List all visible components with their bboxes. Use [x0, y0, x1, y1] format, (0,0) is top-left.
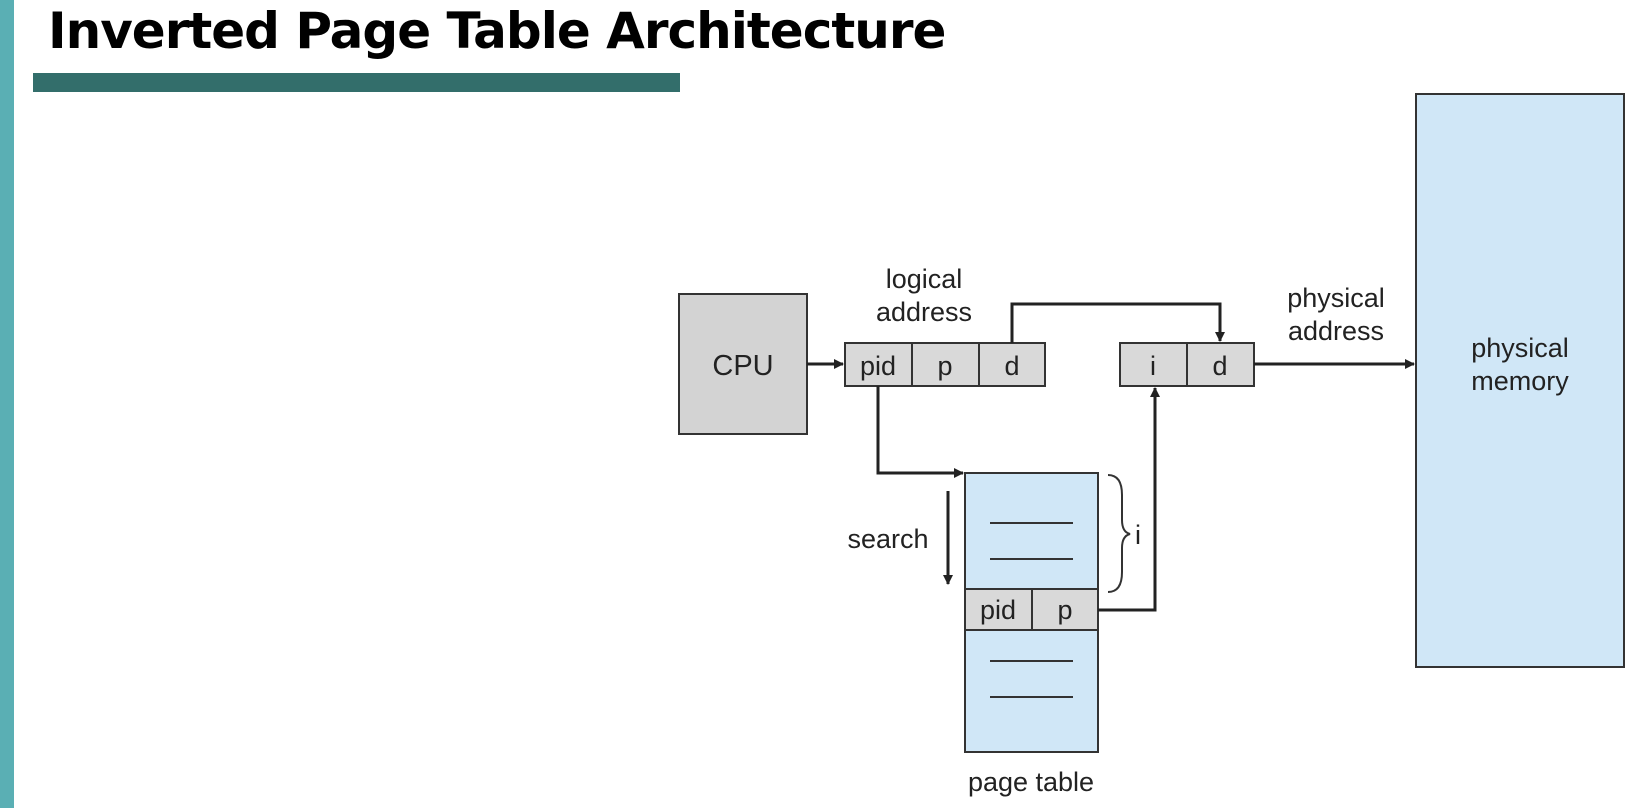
index-label: i	[1135, 520, 1141, 550]
logical-address-label-line2: address	[876, 297, 972, 327]
physical-address-label-line2: address	[1288, 316, 1384, 346]
page-table: pid p	[964, 472, 1099, 753]
cpu-box: CPU	[678, 293, 808, 435]
physical-address-label-line1: physical	[1287, 283, 1385, 313]
logical-field-d: d	[1004, 351, 1019, 381]
physical-field-i: i	[1150, 351, 1156, 381]
logical-field-pid: pid	[860, 351, 896, 381]
logical-address-register: pid p d	[844, 342, 1046, 387]
logical-address-label-line1: logical	[886, 264, 963, 294]
pid-to-page-table-arrow	[876, 386, 964, 478]
physical-memory-label-line1: physical	[1471, 333, 1569, 363]
entry-field-pid: pid	[980, 595, 1016, 625]
title-underline	[33, 73, 680, 92]
search-label: search	[847, 524, 928, 554]
entry-to-frame-index-arrow	[1098, 387, 1160, 612]
index-brace	[1107, 474, 1131, 593]
cpu-label: CPU	[712, 350, 773, 382]
page-table-matched-entry: pid p	[964, 588, 1099, 631]
page-table-label: page table	[968, 767, 1094, 797]
physical-address-register: i d	[1119, 342, 1255, 387]
side-accent-bar	[0, 0, 14, 808]
slide-title: Inverted Page Table Architecture	[48, 2, 946, 60]
physical-memory-label-line2: memory	[1471, 366, 1569, 396]
physical-field-d: d	[1212, 351, 1227, 381]
logical-field-p: p	[937, 351, 952, 381]
entry-field-p: p	[1057, 595, 1072, 625]
offset-copy-arrow	[1010, 302, 1225, 343]
physical-memory-box: physical memory	[1415, 93, 1625, 668]
